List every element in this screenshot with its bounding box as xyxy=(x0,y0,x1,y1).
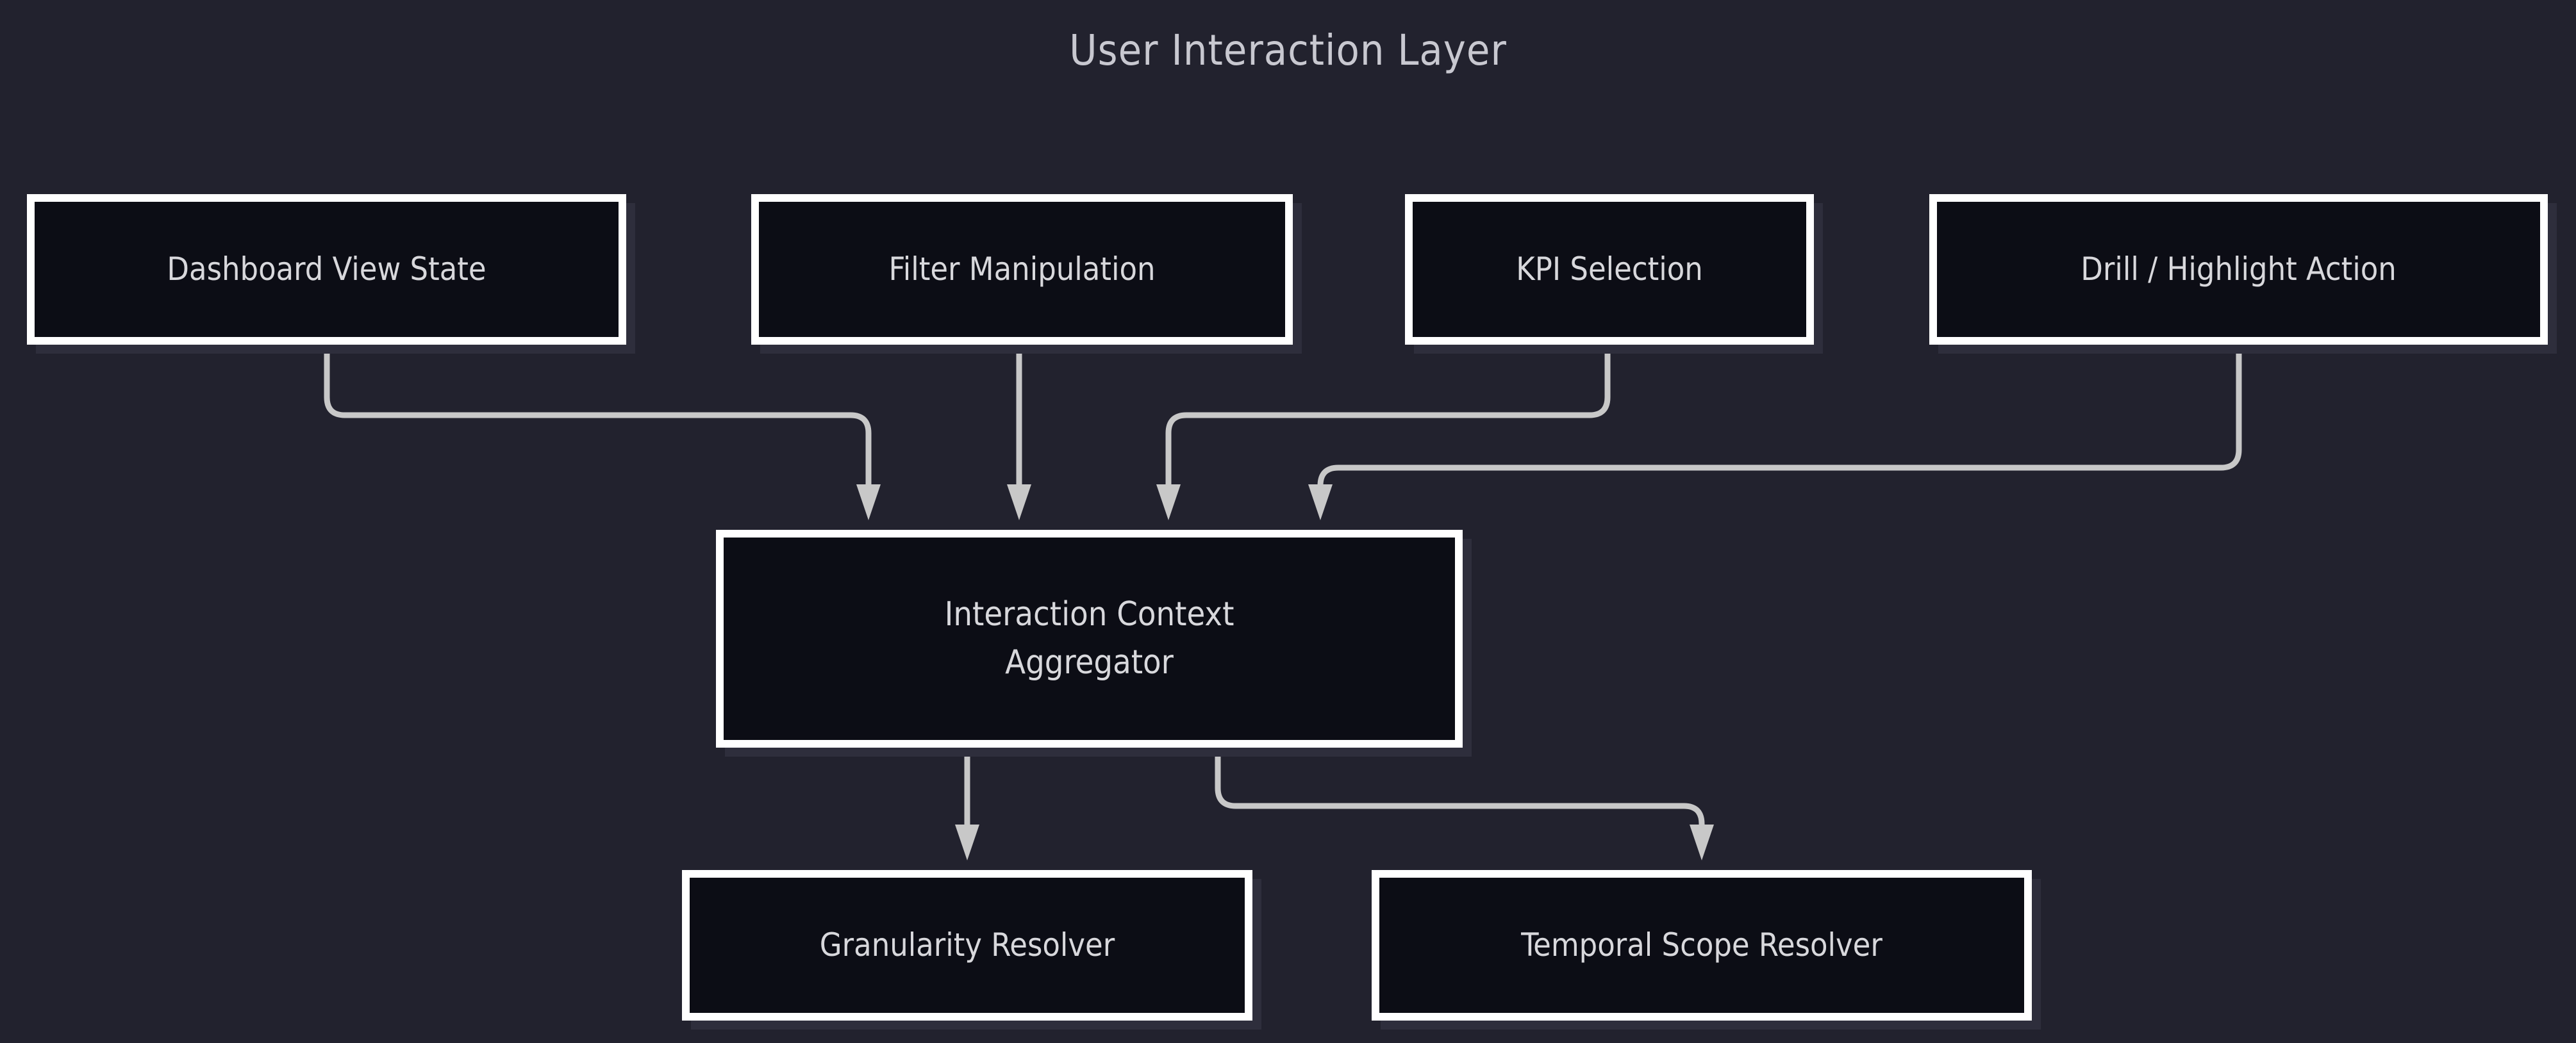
node-label: Temporal Scope Resolver xyxy=(1521,926,1882,964)
diagram-title: User Interaction Layer xyxy=(1069,26,1507,75)
node-kpi-selection[interactable]: KPI Selection xyxy=(1405,194,1814,345)
node-drill-highlight-action[interactable]: Drill / Highlight Action xyxy=(1929,194,2548,345)
node-interaction-context-aggregator[interactable]: Interaction Context Aggregator xyxy=(716,530,1463,748)
arrowhead-icon xyxy=(955,825,979,860)
arrowhead-icon xyxy=(1156,484,1181,520)
node-granularity-resolver[interactable]: Granularity Resolver xyxy=(682,870,1252,1021)
node-label: Interaction Context Aggregator xyxy=(944,595,1234,682)
node-label: Filter Manipulation xyxy=(888,250,1156,288)
arrowhead-icon xyxy=(1690,825,1714,860)
node-filter-manipulation[interactable]: Filter Manipulation xyxy=(751,194,1293,345)
edge-aggregator-to-temporal xyxy=(1215,753,1705,827)
arrowhead-icon xyxy=(1308,484,1333,520)
arrowhead-icon xyxy=(856,484,881,520)
edge-drill-to-aggregator xyxy=(1317,349,2242,489)
node-label: Granularity Resolver xyxy=(819,926,1115,964)
node-label: Drill / Highlight Action xyxy=(2081,250,2397,288)
node-label: KPI Selection xyxy=(1516,250,1703,288)
node-temporal-scope-resolver[interactable]: Temporal Scope Resolver xyxy=(1372,870,2032,1021)
edge-kpi-to-aggregator xyxy=(1165,349,1611,485)
node-dashboard-view-state[interactable]: Dashboard View State xyxy=(27,194,626,345)
arrowhead-icon xyxy=(1007,484,1031,520)
edge-dashboard-to-aggregator xyxy=(324,349,872,485)
node-label: Dashboard View State xyxy=(167,250,486,288)
